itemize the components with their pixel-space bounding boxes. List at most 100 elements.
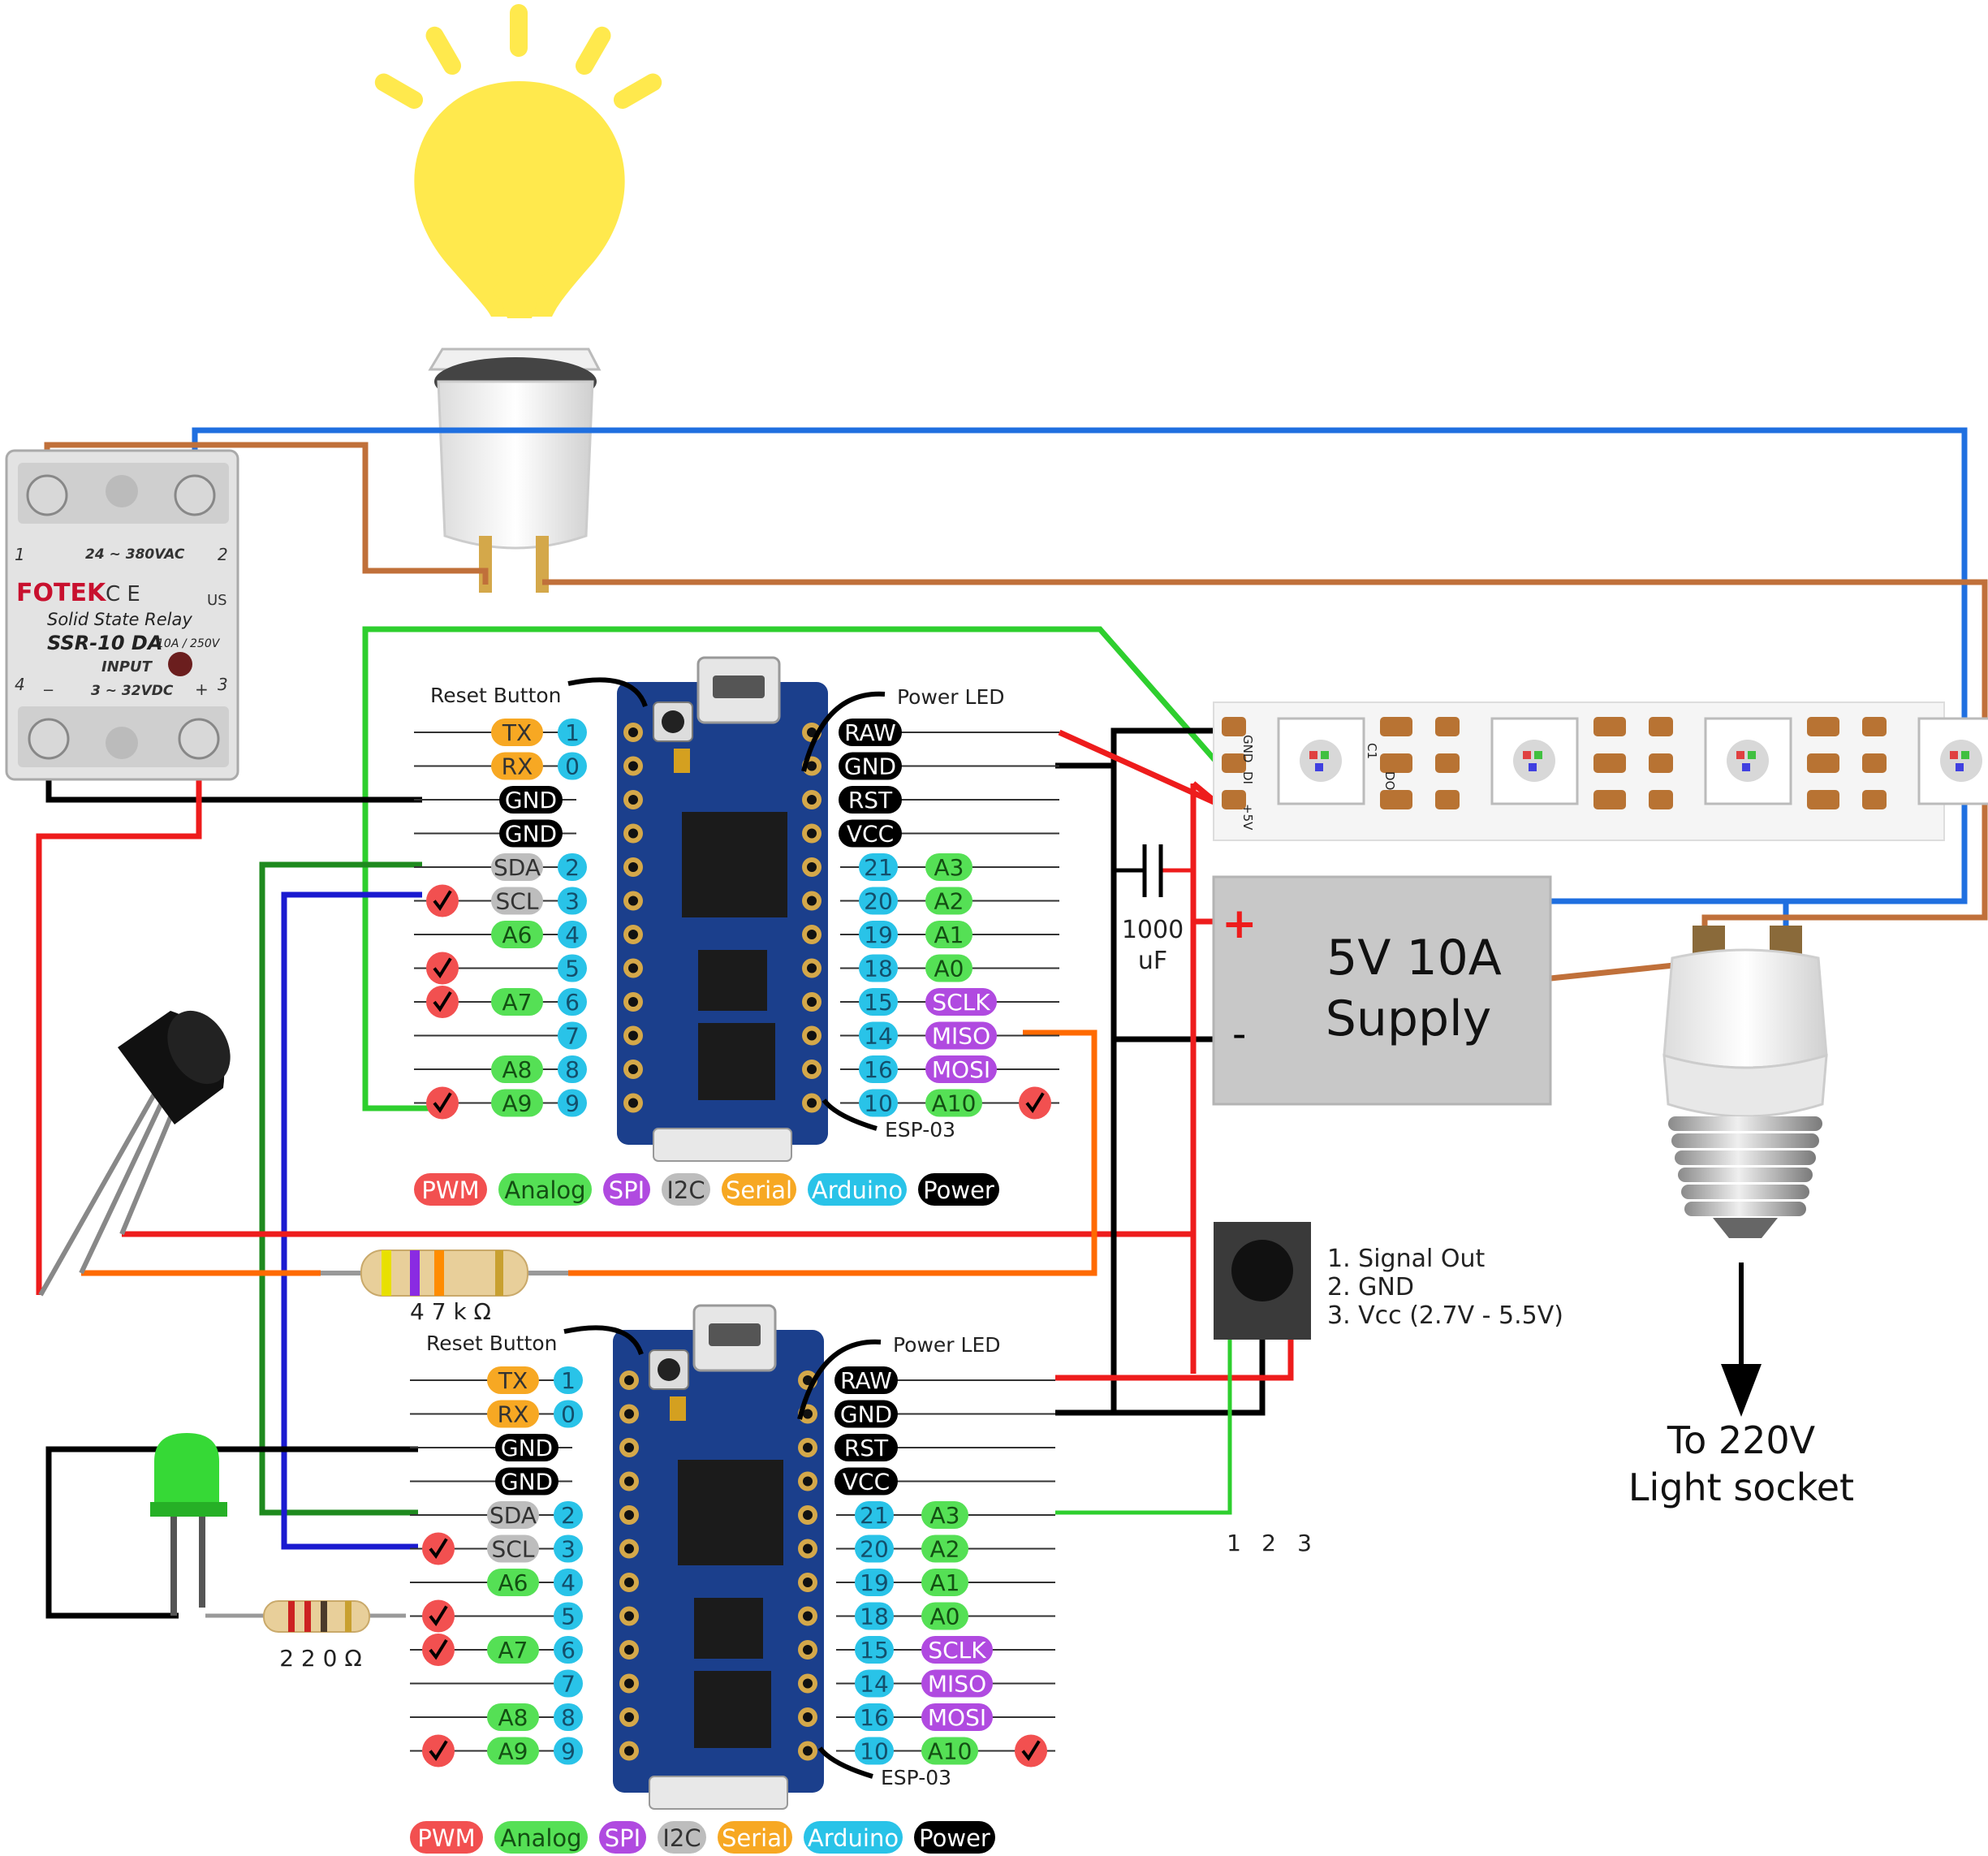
pwm-check-icon — [1019, 1086, 1051, 1120]
strip-pad-do: DO — [1382, 771, 1397, 790]
pin-function: SDA — [494, 854, 541, 881]
pin-function: GND — [505, 787, 557, 814]
pwm-check-icon — [1015, 1734, 1047, 1768]
esp-chip-label: ESP-03 — [881, 1766, 951, 1789]
power-supply: + - 5V 10A Supply — [1212, 875, 1552, 1106]
right-pin-10: 16 MOSI — [855, 1703, 993, 1731]
pin-function: GND — [501, 1469, 553, 1496]
pin-function: RST — [844, 1435, 889, 1461]
pwm-check-icon — [422, 1532, 455, 1565]
left-pin-2: GND — [499, 786, 563, 814]
capacitor-value: 1000 — [1122, 916, 1184, 944]
pin-number: 19 — [864, 922, 893, 948]
pin-number: 6 — [565, 989, 580, 1016]
pin-function: RAW — [840, 1367, 892, 1394]
pin-function: A10 — [932, 1090, 977, 1117]
right-pin-3: VCC — [839, 819, 902, 848]
led-strip-segment — [1435, 717, 1626, 809]
strip-pad-di: DI — [1240, 771, 1255, 784]
supply-line2: Supply — [1326, 991, 1491, 1047]
left-pin-11: 9 A9 — [422, 1734, 583, 1768]
pin-number: 16 — [860, 1704, 889, 1731]
led-strip-segment — [1862, 717, 1988, 809]
mcu-chip-icon — [682, 812, 787, 917]
wire-green — [362, 626, 1220, 1111]
pin-number: 4 — [561, 1569, 576, 1596]
relay-input-range: 3 ~ 32VDC — [91, 683, 174, 699]
pro-micro-board-bottom: 1TX0RXGNDGND2SDA3SCL4A656A778A89A9RAWGND… — [410, 1304, 1055, 1854]
pin-function: VCC — [847, 821, 894, 848]
pin-function: A6 — [498, 1569, 528, 1596]
legend-label: PWM — [417, 1824, 475, 1852]
left-pin-11: 9A9 — [426, 1086, 587, 1120]
legend-pwm: PWM — [410, 1821, 483, 1854]
legend-analog: Analog — [498, 1173, 592, 1206]
left-pin-7: 5 — [422, 1599, 583, 1633]
supply-minus: - — [1232, 1012, 1246, 1057]
pin-number: 0 — [565, 753, 580, 780]
relay-ce: C E — [106, 582, 140, 606]
e27-lamp-socket — [1662, 926, 1828, 1238]
pin-number: 3 — [565, 888, 580, 915]
legend-label: Serial — [726, 1176, 792, 1204]
pin-function: A0 — [934, 956, 964, 982]
legend-analog: Analog — [494, 1821, 588, 1854]
pin-function: GND — [501, 1435, 553, 1461]
wire-orange-miso2 — [568, 1029, 1097, 1276]
supply-plus: + — [1222, 900, 1257, 948]
pin-function: SCL — [496, 888, 539, 915]
pin-number: 1 — [561, 1367, 576, 1394]
wire-green-signal — [1055, 1340, 1232, 1515]
right-pin-0: RAW — [834, 1366, 898, 1394]
pin-function: A2 — [934, 888, 964, 915]
legend-serial: Serial — [718, 1821, 792, 1854]
legend-i2c: I2C — [662, 1173, 710, 1206]
pin-function: A0 — [930, 1603, 960, 1630]
relay-ul: US — [207, 592, 227, 609]
pin-number: 14 — [864, 1023, 893, 1050]
wire-darkgreen-sda — [259, 861, 422, 1516]
wire-black-gnd2 — [1055, 1340, 1266, 1416]
legend-label: Analog — [504, 1176, 585, 1204]
pin-function: A6 — [502, 922, 533, 948]
right-pin-0: RAW — [839, 719, 902, 746]
legend-pwm: PWM — [414, 1173, 487, 1206]
legend-label: Arduino — [812, 1176, 903, 1204]
strip-pad-gnd: GND — [1240, 735, 1255, 762]
pin-function: A9 — [498, 1738, 528, 1765]
resistor-220-label: 2 2 0 Ω — [279, 1645, 362, 1672]
relay-input-label: INPUT — [101, 658, 153, 675]
pin-function: GND — [844, 753, 896, 780]
pin-function: MOSI — [928, 1704, 986, 1731]
relay-type: Solid State Relay — [47, 610, 192, 629]
resistor-47k-label: 4 7 k Ω — [410, 1298, 491, 1325]
pin-number: 9 — [561, 1738, 576, 1765]
left-pin-9: 7 — [558, 1021, 587, 1050]
pin-number: 10 — [860, 1738, 889, 1765]
motion-sensor: 1. Signal Out 2. GND 3. Vcc (2.7V - 5.5V… — [1214, 1222, 1563, 1556]
pin-function: GND — [840, 1401, 892, 1428]
left-pin-6: 4A6 — [491, 921, 587, 948]
relay-term-3: 3 — [218, 675, 228, 694]
pin-function: SDA — [489, 1502, 537, 1529]
wire-black-led — [45, 1446, 418, 1619]
pin-function: A8 — [502, 1056, 533, 1083]
legend-label: Power — [923, 1176, 994, 1204]
legend-spi: SPI — [599, 1821, 646, 1854]
pin-function: MISO — [928, 1671, 986, 1698]
thermistor-sensor — [38, 1010, 231, 1297]
pin-number: 16 — [864, 1056, 893, 1083]
esp-chip-icon — [694, 1671, 771, 1748]
pin-function: A7 — [502, 989, 533, 1016]
pin-function: MISO — [932, 1023, 990, 1050]
pwm-check-icon — [426, 1086, 459, 1120]
pin-function: RST — [848, 787, 893, 814]
relay-term-1: 1 — [15, 545, 25, 564]
